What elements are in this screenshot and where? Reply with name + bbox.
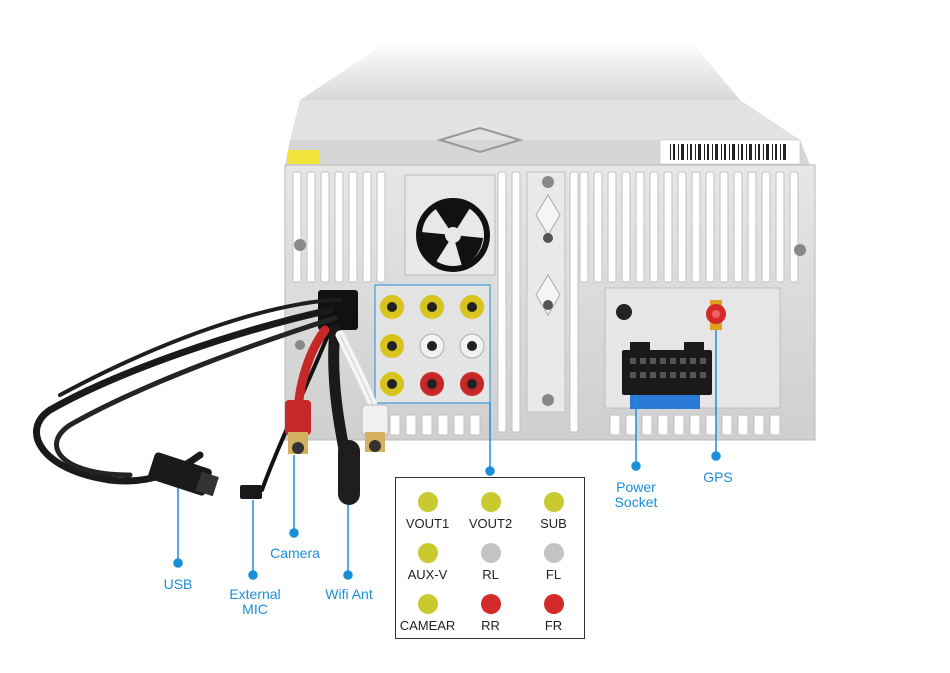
legend-dot bbox=[481, 492, 501, 512]
camera-rca-plug bbox=[285, 400, 311, 454]
legend-dot bbox=[544, 543, 564, 563]
external-mic-label: External MIC bbox=[225, 587, 285, 617]
wifi-antenna bbox=[338, 440, 360, 505]
power-socket-label: Power Socket bbox=[606, 480, 666, 510]
gps-label: GPS bbox=[703, 469, 733, 485]
legend-label: FL bbox=[545, 567, 562, 582]
power-gps-panel bbox=[604, 287, 781, 409]
legend-item-camear: CAMEAR bbox=[396, 588, 459, 638]
legend-item-rl: RL bbox=[459, 537, 522, 587]
power-socket-label-line2: Socket bbox=[614, 494, 658, 510]
legend-label: CAMEAR bbox=[399, 618, 456, 633]
unit-top-cover bbox=[285, 40, 810, 165]
legend-label: RL bbox=[482, 567, 499, 582]
legend-dot bbox=[481, 594, 501, 614]
legend-label: SUB bbox=[540, 516, 567, 531]
legend-label: RR bbox=[481, 618, 500, 633]
legend-dot bbox=[418, 594, 438, 614]
heatsink-fins bbox=[292, 171, 799, 433]
white-rca-plug bbox=[361, 404, 389, 452]
external-mic-label-line2: MIC bbox=[242, 601, 268, 617]
legend-dot bbox=[544, 594, 564, 614]
legend-item-vout1: VOUT1 bbox=[396, 486, 459, 536]
power-socket-label-line1: Power bbox=[616, 479, 656, 495]
legend-label: VOUT2 bbox=[468, 516, 513, 531]
usb-label: USB bbox=[163, 576, 193, 592]
legend-label: VOUT1 bbox=[405, 516, 450, 531]
legend-item-aux-v: AUX-V bbox=[396, 537, 459, 587]
legend-dot bbox=[481, 543, 501, 563]
legend-item-sub: SUB bbox=[522, 486, 585, 536]
legend-item-fr: FR bbox=[522, 588, 585, 638]
cooling-fan bbox=[404, 174, 496, 276]
rca-panel bbox=[374, 284, 491, 404]
legend-item-fl: FL bbox=[522, 537, 585, 587]
rca-legend: VOUT1 VOUT2 SUB AUX-V RL FL CAMEAR RR FR bbox=[395, 477, 585, 639]
legend-dot bbox=[418, 543, 438, 563]
wifi-ant-label: Wifi Ant bbox=[325, 586, 373, 602]
legend-label: FR bbox=[544, 618, 563, 633]
external-mic-label-line1: External bbox=[229, 586, 281, 602]
usb-plug bbox=[148, 452, 219, 497]
callout-lines bbox=[173, 330, 721, 580]
legend-dot bbox=[418, 492, 438, 512]
legend-item-vout2: VOUT2 bbox=[459, 486, 522, 536]
camera-label: Camera bbox=[270, 545, 320, 561]
legend-label: AUX-V bbox=[407, 567, 448, 582]
legend-dot bbox=[544, 492, 564, 512]
legend-item-rr: RR bbox=[459, 588, 522, 638]
